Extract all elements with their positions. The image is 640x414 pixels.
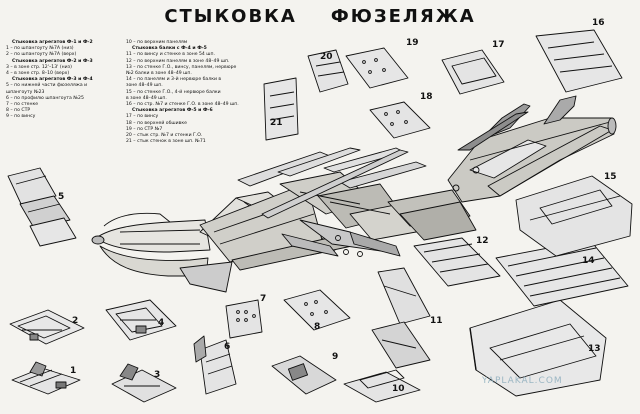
detail-12 (413, 237, 501, 287)
callout-20: 20 (320, 52, 333, 62)
detail-2 (9, 309, 85, 345)
callout-6: 6 (224, 342, 231, 352)
callout-12: 12 (476, 236, 489, 246)
legend-item: 1 – по шпангоуту №7А (низ) (6, 46, 74, 52)
legend-item: 19 – по СТР №7 (126, 126, 163, 132)
callout-17: 17 (492, 40, 505, 50)
legend-item: 17 – по винсу (126, 114, 159, 120)
legend-item: 3 – в зоне стр. 12'–13' (низ) (6, 64, 72, 70)
callout-7: 7 (260, 294, 267, 304)
detail-19 (345, 47, 409, 89)
callout-15: 15 (604, 172, 617, 182)
callout-1: 1 (70, 366, 77, 376)
callout-11: 11 (430, 316, 443, 326)
detail-9 (271, 355, 337, 395)
detail-6 (193, 335, 237, 395)
detail-20 (307, 49, 349, 93)
callout-3: 3 (154, 370, 161, 380)
legend-item: 8 – по СТР (6, 108, 31, 114)
legend-item: шпангоуту №23 (6, 89, 45, 95)
callout-5: 5 (58, 192, 65, 202)
callout-16: 16 (592, 18, 605, 28)
legend-item: №2 балки в зоне 48–49 шп. (126, 71, 192, 77)
legend-group-header: Стыковка агрегатов Ф-3 и Ф-4 (12, 77, 93, 83)
detail-11 (371, 267, 431, 369)
legend-item: 16 – по стр. №7 и стенке Г.О. в зоне 48–… (126, 102, 239, 108)
legend-item: 15 – по стенке Г.О., 4-й нервюре балки (126, 89, 221, 95)
callout-14: 14 (582, 256, 595, 266)
callout-19: 19 (406, 38, 419, 48)
detail-16 (535, 29, 623, 93)
callout-4: 4 (158, 318, 165, 328)
detail-21 (263, 77, 299, 141)
watermark: YAPLAKAL.COM (482, 376, 563, 386)
legend-item: 14 – по панелям и 3-й нервюре балки в (126, 77, 222, 83)
legend-item: зоне 48–49 шп. (126, 83, 163, 89)
legend-group-header: Стыковка агрегатов Ф-1 и Ф-2 (12, 40, 93, 45)
callout-21: 21 (270, 118, 283, 128)
intake-ducts (279, 171, 477, 241)
legend-item: 6 – по профилю шпангоута №25 (6, 95, 84, 101)
legend-item: 13 – по стенке Г.О., винсу, панелям, нер… (126, 64, 237, 70)
detail-17 (441, 49, 505, 95)
legend-group-header: Стыковка агрегатов Ф-5 и Ф-6 (132, 108, 213, 114)
callout-13: 13 (588, 344, 601, 354)
detail-7 (225, 299, 263, 339)
page-title: СТЫКОВКА ФЮЗЕЛЯЖА (0, 6, 640, 27)
lower-frames (281, 219, 401, 257)
callout-18: 18 (420, 92, 433, 102)
canard-left (179, 261, 233, 293)
legend-group-header: Стыковка агрегатов Ф-2 и Ф-3 (12, 58, 93, 64)
title-word-1: СТЫКОВКА (164, 6, 297, 27)
callout-10: 10 (392, 384, 405, 394)
detail-14 (495, 239, 629, 307)
legend-item: 12 – по верхним панелям в зоне 48–49 шп. (126, 58, 230, 64)
legend-item: 20 – стык стр. №7 и стенки Г.О. (126, 133, 203, 139)
legend-item: 11 – по винсу и стенке в зоне 54 шп. (126, 52, 215, 58)
callout-8: 8 (314, 322, 321, 332)
legend-item: 7 – по стенке (6, 102, 39, 108)
detail-8 (283, 289, 351, 331)
legend-item: 21 – стык стенок в зоне шп. №71 (126, 139, 206, 145)
legend-item: 18 – по верхней обшивке (126, 120, 187, 126)
detail-3 (111, 363, 177, 403)
legend-item: 5 – по нижней части фюзеляжа и (6, 83, 88, 89)
legend-item: 9 – по винсу (6, 114, 36, 120)
legend-item: 2 – по шпангоуту №7А (верх) (6, 52, 77, 58)
detail-5 (7, 167, 77, 247)
legend-item: 4 – в зоне стр. 8–10 (верх) (6, 71, 70, 77)
legend-item: в зоне 48–49 шп. (126, 95, 167, 101)
callout-9: 9 (332, 352, 339, 362)
detail-10 (343, 369, 421, 403)
detail-15 (515, 175, 633, 257)
callout-2: 2 (72, 316, 79, 326)
dorsal-strips (261, 111, 529, 219)
detail-4 (105, 299, 177, 341)
detail-1 (11, 361, 81, 395)
detail-18 (369, 101, 431, 139)
title-word-2: ФЮЗЕЛЯЖА (330, 6, 476, 27)
legend-group-header: Стыковка балки с Ф-4 и Ф-5 (132, 46, 207, 52)
legend-item: 10 – по верхним панелям (126, 40, 188, 45)
